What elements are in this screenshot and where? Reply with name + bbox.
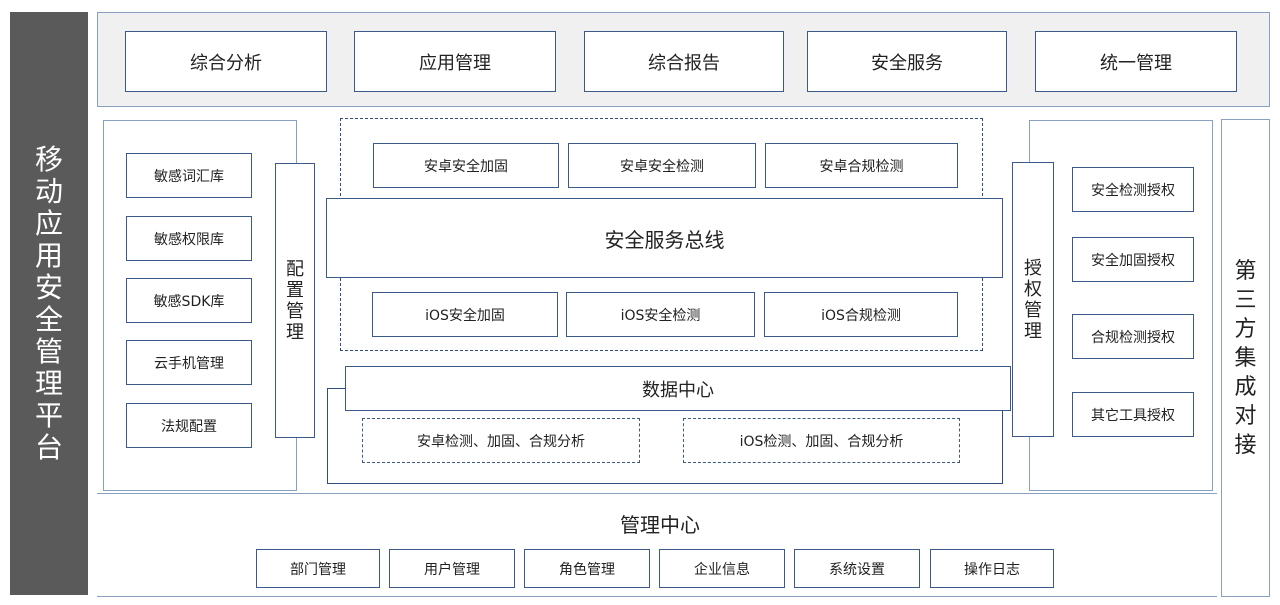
auth-item-label: 安全加固授权: [1091, 252, 1175, 269]
platform-banner-text: 移动应用安全管理平台: [34, 142, 63, 464]
mgmt-item-label: 操作日志: [964, 561, 1020, 578]
mgmt-center-bottom-line: [97, 596, 1217, 597]
config-item-label: 敏感权限库: [154, 231, 224, 248]
top-item-label: 综合报告: [648, 52, 720, 74]
service-item-label: 安卓安全加固: [424, 158, 508, 175]
top-item-label: 安全服务: [871, 52, 943, 74]
config-item-cloud-phone[interactable]: 云手机管理: [126, 340, 252, 385]
config-item-label: 法规配置: [161, 418, 217, 435]
mgmt-center-title-text: 管理中心: [620, 512, 700, 537]
data-center-android-analysis[interactable]: 安卓检测、加固、合规分析: [362, 418, 640, 463]
top-item-report[interactable]: 综合报告: [584, 31, 784, 92]
mgmt-item-label: 角色管理: [559, 561, 615, 578]
security-service-bus: 安全服务总线: [326, 198, 1003, 278]
top-item-security-service[interactable]: 安全服务: [807, 31, 1007, 92]
config-item-label: 敏感SDK库: [153, 293, 225, 310]
data-center-title-text: 数据中心: [642, 379, 714, 401]
mgmt-item-operation-log[interactable]: 操作日志: [930, 549, 1054, 588]
ios-hardening[interactable]: iOS安全加固: [372, 292, 558, 337]
data-center-ios-analysis[interactable]: iOS检测、加固、合规分析: [683, 418, 960, 463]
mgmt-item-label: 企业信息: [694, 561, 750, 578]
service-item-label: iOS安全检测: [620, 307, 701, 324]
service-item-label: iOS安全加固: [425, 307, 505, 324]
auth-item-label: 其它工具授权: [1091, 407, 1175, 424]
top-item-analysis[interactable]: 综合分析: [125, 31, 327, 92]
mgmt-item-department[interactable]: 部门管理: [256, 549, 380, 588]
mgmt-center-top-line: [97, 493, 1217, 494]
android-hardening[interactable]: 安卓安全加固: [373, 143, 559, 188]
mgmt-item-roles[interactable]: 角色管理: [524, 549, 650, 588]
mgmt-item-label: 部门管理: [290, 561, 346, 578]
top-item-app-mgmt[interactable]: 应用管理: [354, 31, 556, 92]
mgmt-item-enterprise-info[interactable]: 企业信息: [659, 549, 785, 588]
auth-item-label: 合规检测授权: [1091, 329, 1175, 346]
platform-banner: 移动应用安全管理平台: [10, 12, 88, 595]
android-compliance[interactable]: 安卓合规检测: [765, 143, 958, 188]
data-center-item-label: 安卓检测、加固、合规分析: [417, 433, 585, 450]
third-party-integration: 第三方集成对接: [1221, 119, 1270, 597]
ios-compliance[interactable]: iOS合规检测: [764, 292, 958, 337]
config-mgmt-title: 配置管理: [275, 163, 315, 438]
top-item-unified-mgmt[interactable]: 统一管理: [1035, 31, 1237, 92]
mgmt-item-label: 用户管理: [424, 561, 480, 578]
auth-item-security-detection[interactable]: 安全检测授权: [1072, 167, 1194, 212]
service-item-label: 安卓安全检测: [620, 158, 704, 175]
mgmt-item-system-settings[interactable]: 系统设置: [794, 549, 920, 588]
config-item-label: 敏感词汇库: [154, 168, 224, 185]
config-item-sensitive-words[interactable]: 敏感词汇库: [126, 153, 252, 198]
auth-item-compliance[interactable]: 合规检测授权: [1072, 314, 1194, 359]
top-item-label: 应用管理: [419, 52, 491, 74]
config-item-regulation[interactable]: 法规配置: [126, 403, 252, 448]
data-center-item-label: iOS检测、加固、合规分析: [739, 433, 904, 450]
auth-mgmt-title-text: 授权管理: [1024, 257, 1042, 342]
config-mgmt-title-text: 配置管理: [286, 258, 304, 343]
service-item-label: 安卓合规检测: [819, 158, 904, 175]
mgmt-item-users[interactable]: 用户管理: [389, 549, 515, 588]
top-item-label: 综合分析: [190, 52, 262, 74]
android-detection[interactable]: 安卓安全检测: [568, 143, 756, 188]
auth-mgmt-title: 授权管理: [1012, 162, 1054, 437]
data-center-title: 数据中心: [345, 366, 1011, 411]
config-item-label: 云手机管理: [154, 355, 224, 372]
auth-item-other-tools[interactable]: 其它工具授权: [1072, 392, 1194, 437]
top-item-label: 统一管理: [1100, 52, 1172, 74]
service-bus-label: 安全服务总线: [604, 227, 725, 252]
ios-detection[interactable]: iOS安全检测: [566, 292, 755, 337]
config-item-sensitive-sdk[interactable]: 敏感SDK库: [126, 278, 252, 323]
third-party-integration-text: 第三方集成对接: [1234, 258, 1257, 458]
service-item-label: iOS合规检测: [821, 307, 901, 324]
mgmt-center-title: 管理中心: [560, 508, 760, 538]
config-item-sensitive-permissions[interactable]: 敏感权限库: [126, 216, 252, 261]
auth-item-label: 安全检测授权: [1091, 182, 1175, 199]
auth-item-hardening[interactable]: 安全加固授权: [1072, 237, 1194, 282]
mgmt-item-label: 系统设置: [829, 561, 885, 578]
